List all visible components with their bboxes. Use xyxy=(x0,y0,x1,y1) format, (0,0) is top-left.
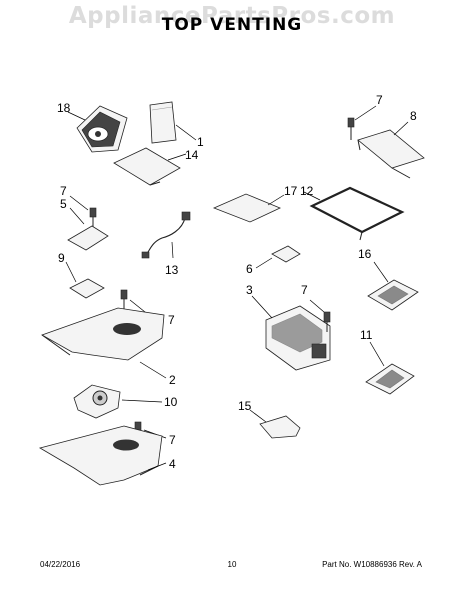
callout-9: 9 xyxy=(58,251,65,265)
callout-18: 18 xyxy=(57,101,71,115)
callout-7-center: 7 xyxy=(168,313,175,327)
callout-3: 3 xyxy=(246,283,253,297)
callout-1: 1 xyxy=(197,135,204,149)
callout-6: 6 xyxy=(246,262,253,276)
page-title: TOP VENTING xyxy=(161,15,303,35)
part-9-bracket[interactable] xyxy=(69,278,105,299)
part-1-panel[interactable] xyxy=(149,101,177,144)
part-2-top-panel[interactable] xyxy=(41,307,165,361)
callout-8: 8 xyxy=(410,109,417,123)
callout-7-right-top: 7 xyxy=(376,93,383,107)
part-13-wire-harness[interactable] xyxy=(141,211,191,259)
callout-7-right-mid: 7 xyxy=(301,283,308,297)
footer-page-number: 10 xyxy=(227,560,237,569)
callout-2: 2 xyxy=(169,373,176,387)
part-7-screw-right-mid[interactable] xyxy=(323,311,331,332)
part-14-filter[interactable] xyxy=(113,147,181,186)
part-10-motor[interactable] xyxy=(73,384,121,419)
part-16-vent-bracket[interactable] xyxy=(367,279,419,311)
callout-4: 4 xyxy=(169,457,176,471)
part-6-plate[interactable] xyxy=(271,245,301,263)
callout-10: 10 xyxy=(164,395,178,409)
callout-14: 14 xyxy=(185,148,199,162)
footer-part-number: Part No. W10886936 Rev. A xyxy=(322,560,422,569)
part-3-damper-assembly[interactable] xyxy=(265,305,331,371)
callout-15: 15 xyxy=(238,399,252,413)
callout-12: 12 xyxy=(300,184,314,198)
callout-16: 16 xyxy=(358,247,372,261)
part-11-vent-bracket[interactable] xyxy=(365,363,415,395)
part-17-gasket[interactable] xyxy=(212,193,281,223)
part-8-bracket[interactable] xyxy=(357,129,425,179)
part-4-lower-panel[interactable] xyxy=(38,425,163,486)
part-12-frame[interactable] xyxy=(309,186,405,241)
part-15-seal[interactable] xyxy=(259,415,301,439)
callout-7-left: 7 xyxy=(60,184,67,198)
part-7-screw-right-top[interactable] xyxy=(347,117,355,140)
footer-date: 04/22/2016 xyxy=(40,560,81,569)
part-5-bracket[interactable] xyxy=(67,225,109,251)
callout-7-lower: 7 xyxy=(169,433,176,447)
part-18-blower-housing[interactable] xyxy=(76,105,128,153)
part-7-screw-center[interactable] xyxy=(120,289,128,310)
callout-5: 5 xyxy=(60,197,67,211)
callout-13: 13 xyxy=(165,263,179,277)
callout-11: 11 xyxy=(360,328,373,342)
callout-17: 17 xyxy=(284,184,298,198)
watermark: AppliancePartsPros.com xyxy=(68,3,396,29)
